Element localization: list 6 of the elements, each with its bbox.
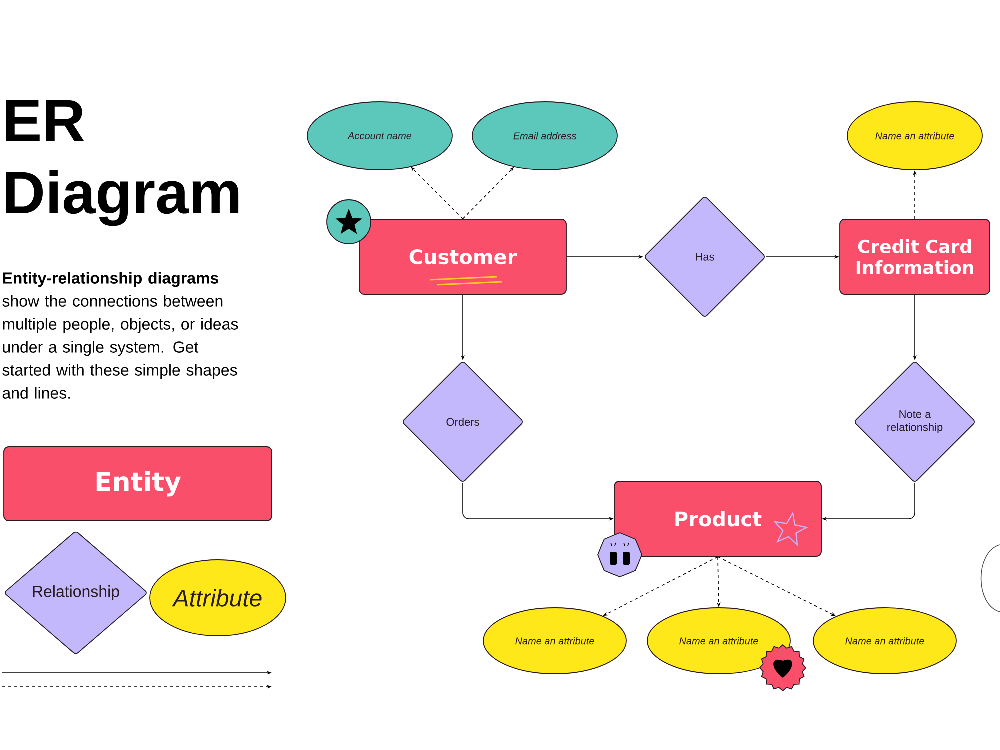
description-text: Entity-relationship diagrams show the connections between multiple people, objects, or ideas under a single system. Get started with these simple shapes and lines. — [2, 272, 238, 399]
entity-box: Product — [614, 481, 822, 557]
title: ER Diagram — [6, 100, 239, 226]
entity-box: Entity — [4, 446, 272, 522]
entity-box: Customer — [359, 219, 567, 295]
entity-box: Credit Card Information — [840, 219, 990, 295]
